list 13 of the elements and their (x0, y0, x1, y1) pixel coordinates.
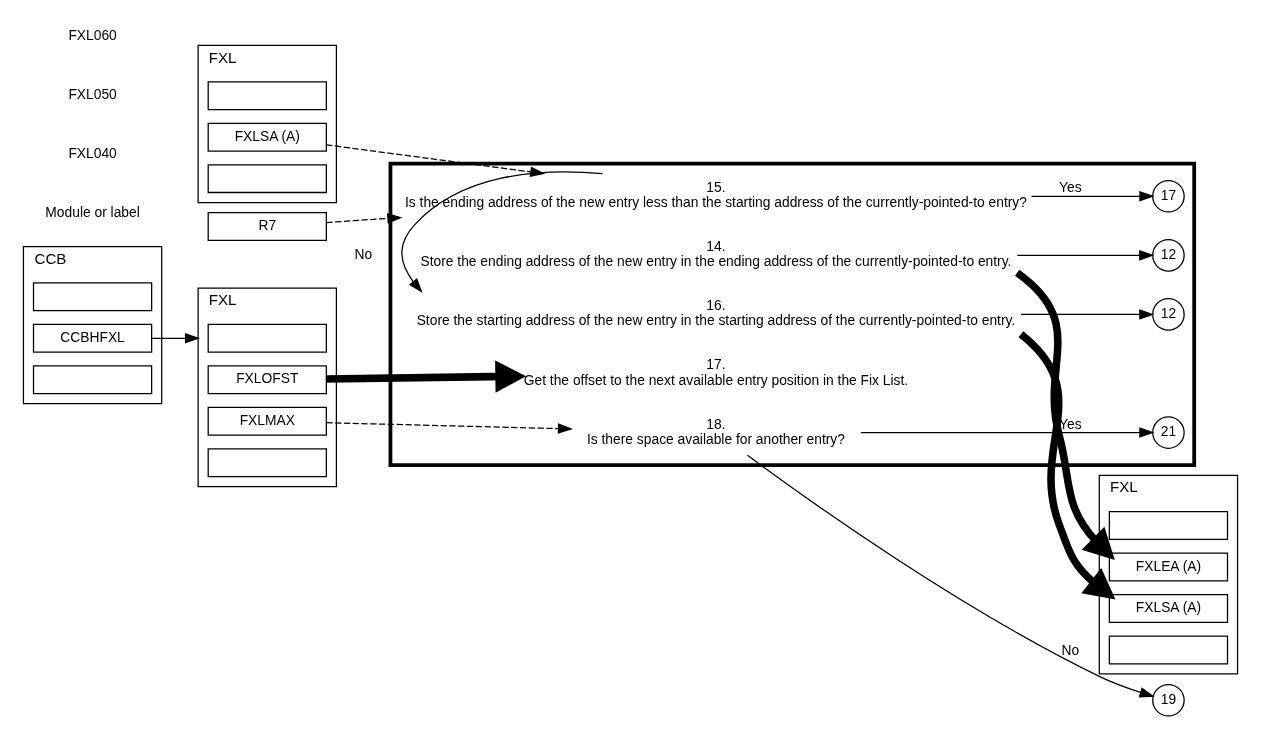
node-text: 17. Get the offset to the next available entry position in the Fix List. (523, 355, 909, 388)
node-text: 16. Store the starting address of the new entry in the starting address of the currently-pointed-to entry. (416, 296, 1016, 328)
edge-label: Yes (1059, 178, 1082, 195)
label: FXL040 (68, 144, 117, 161)
edge-label: Yes (1059, 415, 1082, 432)
edge-label: No (1061, 641, 1080, 658)
label: FXL060 (68, 26, 117, 43)
node-text: 14. Store the ending address of the new entry in the ending address of the currently-pointed-to entry. (420, 237, 1012, 269)
node-text: 18. Is there space available for another entry? (586, 415, 845, 447)
edge-label: No (354, 245, 373, 262)
node-text: 15. Is the ending address of the new entry less than the starting address of the currently-pointed-to entry? (405, 178, 1027, 210)
label: Module or label (45, 203, 140, 220)
label: FXL050 (68, 85, 117, 102)
